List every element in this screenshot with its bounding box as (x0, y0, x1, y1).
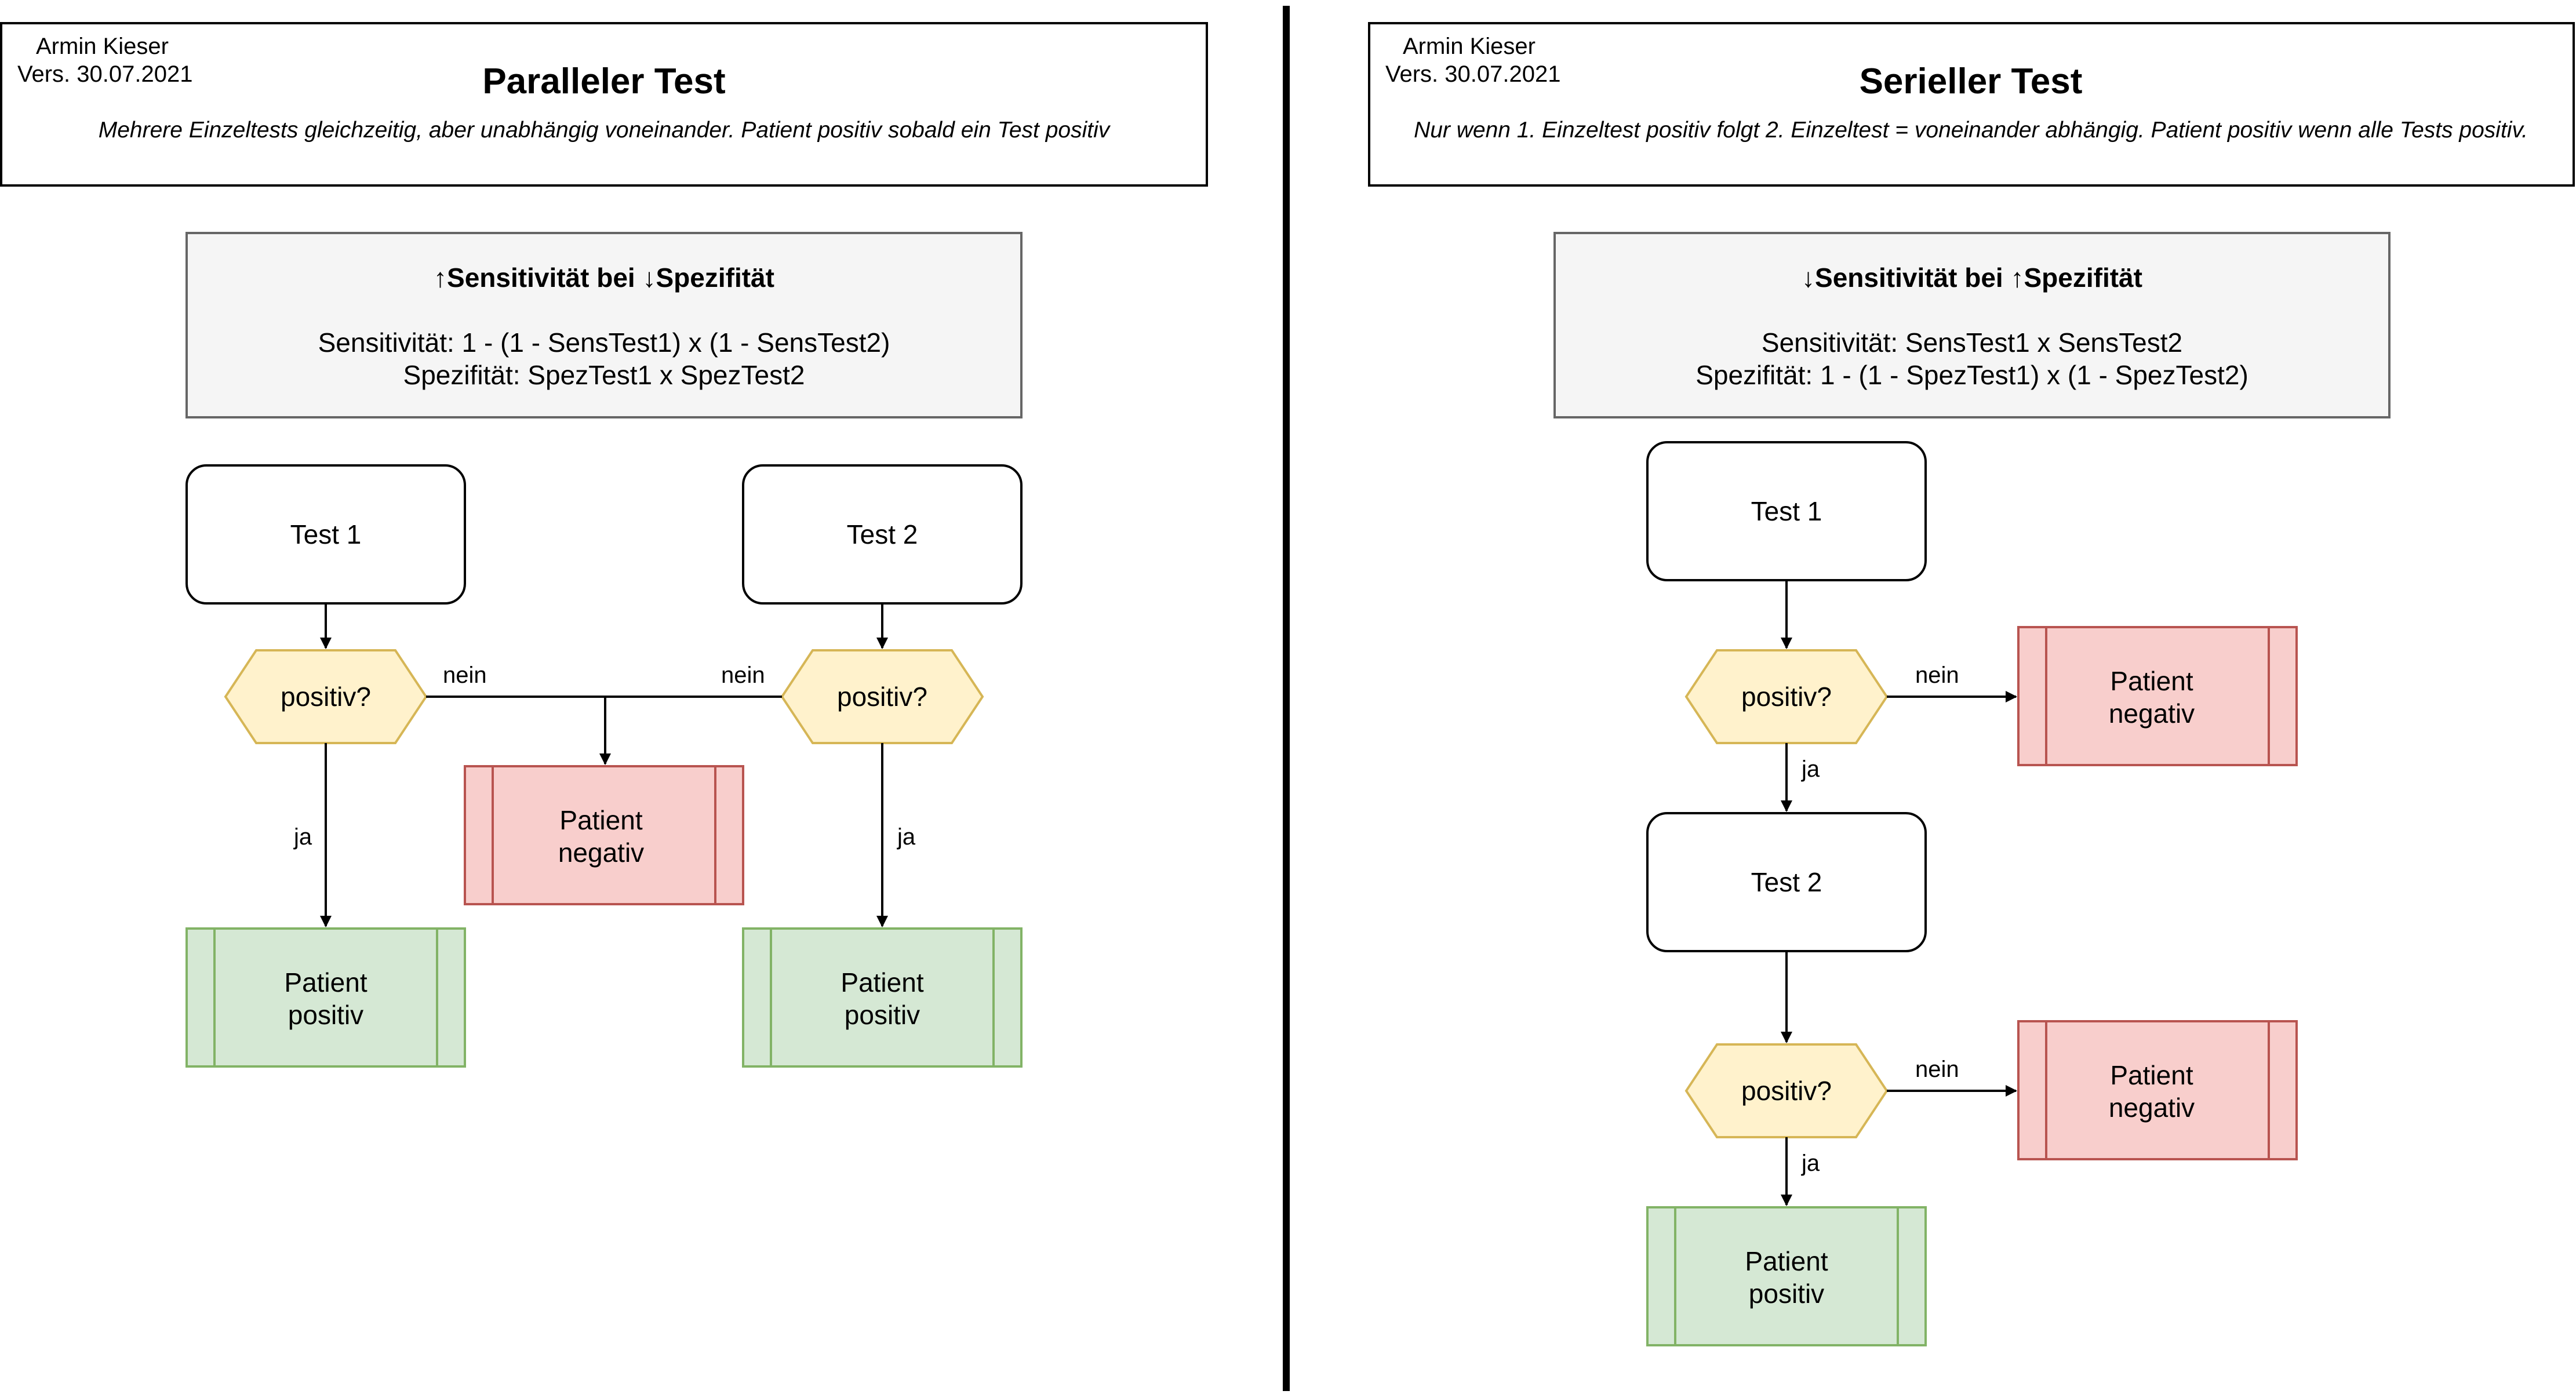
serial-info-heading: ↓Sensitivität bei ↑Spezifität (1802, 263, 2142, 293)
serial-edge-label-no2: nein (1915, 1057, 1959, 1082)
serial-title: Serieller Test (1860, 61, 2083, 101)
parallel-negative-line1: Patient (559, 805, 642, 835)
parallel-author: Armin Kieser (36, 34, 169, 59)
parallel-decision1-label: positiv? (281, 682, 371, 712)
parallel-test2-label: Test 2 (847, 519, 918, 549)
parallel-info-specificity: Spezifität: SpezTest1 x SpezTest2 (403, 360, 805, 390)
parallel-positive1-line2: positiv (288, 1000, 363, 1030)
parallel-edge-label-yes1: ja (293, 824, 312, 850)
parallel-decision2-label: positiv? (837, 682, 927, 712)
parallel-positive2-line1: Patient (841, 967, 923, 997)
serial-positive-node: Patient positiv (1646, 1206, 1927, 1346)
parallel-section: Armin Kieser Vers. 30.07.2021 Paralleler… (0, 22, 1208, 1068)
serial-edge-label-yes2: ja (1801, 1151, 1820, 1176)
parallel-test1-node: Test 1 (185, 464, 466, 605)
serial-info-sensitivity: Sensitivität: SensTest1 x SensTest2 (1762, 327, 2182, 358)
serial-negative2-line2: negativ (2109, 1093, 2195, 1123)
serial-test2-node: Test 2 (1646, 812, 1927, 952)
serial-positive-line1: Patient (1745, 1246, 1828, 1276)
serial-section: Armin Kieser Vers. 30.07.2021 Serieller … (1368, 22, 2575, 1346)
parallel-version: Vers. 30.07.2021 (17, 61, 192, 87)
parallel-test1-label: Test 1 (290, 519, 362, 549)
serial-header: Armin Kieser Vers. 30.07.2021 Serieller … (1368, 22, 2575, 187)
serial-negative1-line1: Patient (2110, 666, 2193, 696)
parallel-positive2-node: Patient positiv (742, 927, 1023, 1068)
serial-version: Vers. 30.07.2021 (1385, 61, 1560, 87)
parallel-edge-label-no1: nein (443, 662, 487, 688)
serial-info-box: ↓Sensitivität bei ↑Spezifität Sensitivit… (1553, 232, 2391, 418)
serial-test1-node: Test 1 (1646, 441, 1927, 581)
serial-author: Armin Kieser (1403, 34, 1536, 59)
serial-decision1: positiv? (1684, 649, 1889, 744)
parallel-negative-node: Patient negativ (464, 765, 744, 905)
serial-negative2-node: Patient negativ (2017, 1020, 2298, 1160)
serial-negative2-line1: Patient (2110, 1060, 2193, 1090)
serial-decision2-label: positiv? (1741, 1076, 1832, 1106)
parallel-positive2-line2: positiv (845, 1000, 920, 1030)
serial-positive-line2: positiv (1749, 1279, 1824, 1309)
parallel-test2-node: Test 2 (742, 464, 1023, 605)
serial-decision1-label: positiv? (1741, 682, 1832, 712)
parallel-negative-line2: negativ (558, 838, 644, 868)
parallel-info-box: ↑Sensitivität bei ↓Spezifität Sensitivit… (185, 232, 1023, 418)
parallel-info-sensitivity: Sensitivität: 1 - (1 - SensTest1) x (1 -… (318, 327, 890, 358)
serial-subtitle: Nur wenn 1. Einzeltest positiv folgt 2. … (1414, 118, 2528, 143)
parallel-positive1-line1: Patient (284, 967, 367, 997)
parallel-decision1: positiv? (224, 649, 428, 744)
serial-info-specificity: Spezifität: 1 - (1 - SpezTest1) x (1 - S… (1695, 360, 2248, 390)
parallel-subtitle: Mehrere Einzeltests gleichzeitig, aber u… (99, 118, 1111, 143)
serial-test1-label: Test 1 (1751, 496, 1822, 526)
serial-decision2: positiv? (1684, 1043, 1889, 1138)
parallel-positive1-node: Patient positiv (185, 927, 466, 1068)
serial-test2-label: Test 2 (1751, 867, 1822, 897)
serial-edge-label-no1: nein (1915, 662, 1959, 688)
parallel-edge-label-yes2: ja (897, 824, 916, 850)
serial-negative1-line2: negativ (2109, 698, 2195, 729)
serial-negative1-node: Patient negativ (2017, 626, 2298, 766)
parallel-title: Paralleler Test (482, 61, 725, 101)
parallel-header: Armin Kieser Vers. 30.07.2021 Paralleler… (0, 22, 1208, 187)
parallel-info-heading: ↑Sensitivität bei ↓Spezifität (434, 263, 774, 293)
serial-edge-label-yes1: ja (1801, 756, 1820, 782)
parallel-decision2: positiv? (780, 649, 984, 744)
parallel-edge-label-no2: nein (721, 662, 765, 688)
